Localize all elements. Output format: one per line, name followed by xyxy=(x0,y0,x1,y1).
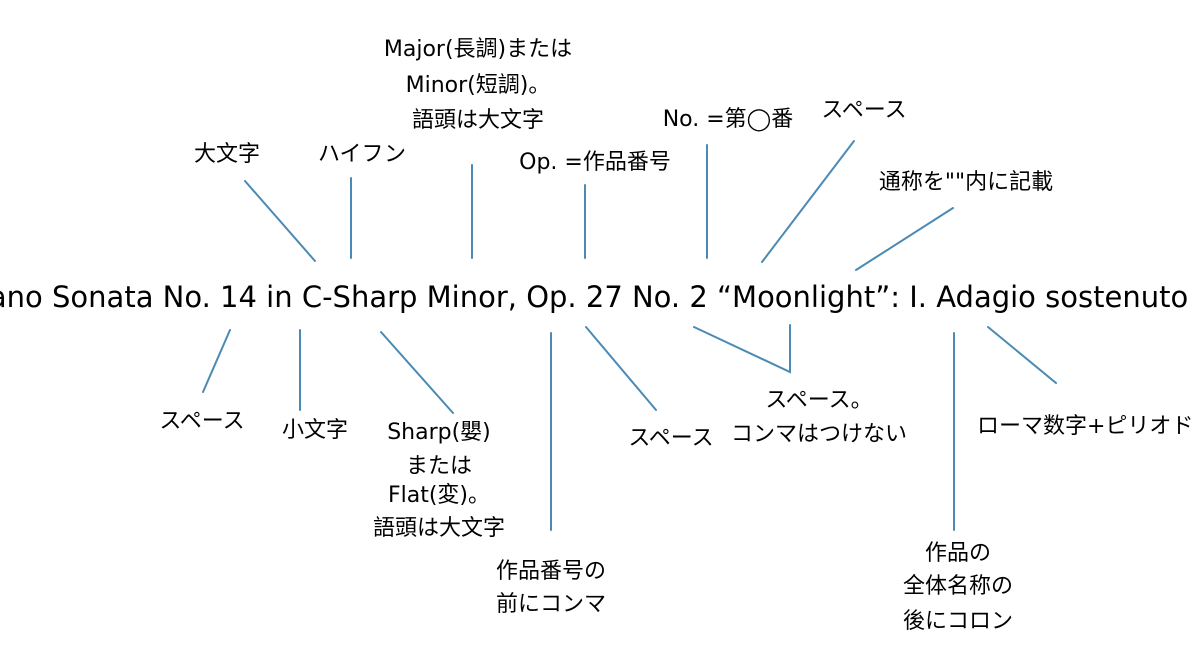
label-comma-before-op-1: 作品番号の xyxy=(496,559,606,584)
label-major-minor-2: Minor(短調)。 xyxy=(406,73,551,98)
line-space-1 xyxy=(202,329,231,393)
bottom-annotations: スペース 小文字 Sharp(嬰) または Flat(変)。 語頭は大文字 作品… xyxy=(159,388,1193,634)
label-sharp-flat-4: 語頭は大文字 xyxy=(373,516,505,541)
label-colon-1: 作品の xyxy=(925,541,991,566)
top-annotations: 大文字 ハイフン Major(長調)または Minor(短調)。 語頭は大文字 … xyxy=(194,37,1053,195)
label-lowercase: 小文字 xyxy=(282,418,348,443)
label-space-1: スペース xyxy=(159,409,244,434)
line-uppercase xyxy=(244,180,316,262)
line-space-top xyxy=(761,140,855,263)
label-roman-period: ローマ数字+ピリオド xyxy=(977,414,1193,439)
label-space-no-comma-2: コンマはつけない xyxy=(731,422,907,447)
label-space-top: スペース xyxy=(821,98,906,123)
label-colon-3: 後にコロン xyxy=(903,609,1013,634)
line-space-no-comma xyxy=(693,324,791,374)
label-space-no-comma-1: スペース。 xyxy=(765,388,872,413)
label-op: Op. =作品番号 xyxy=(519,150,671,175)
label-colon-2: 全体名称の xyxy=(903,574,1013,599)
connector-lines xyxy=(202,140,1057,531)
label-nickname: 通称を""内に記載 xyxy=(879,170,1053,195)
line-space-2 xyxy=(585,326,657,411)
label-uppercase: 大文字 xyxy=(194,142,260,167)
label-major-minor-3: 語頭は大文字 xyxy=(412,108,544,133)
label-sharp-flat-2: または xyxy=(406,454,472,479)
label-sharp-flat-3: Flat(変)。 xyxy=(388,483,490,508)
line-sharp-flat xyxy=(380,331,454,414)
label-no: No. =第◯番 xyxy=(663,107,794,132)
label-major-minor-1: Major(長調)または xyxy=(384,37,572,62)
line-nickname xyxy=(855,207,954,271)
label-comma-before-op-2: 前にコンマ xyxy=(496,592,606,617)
line-roman-period xyxy=(987,326,1057,384)
label-space-2: スペース xyxy=(628,426,713,451)
label-hyphen: ハイフン xyxy=(318,142,406,167)
work-title: Piano Sonata No. 14 in C-Sharp Minor, Op… xyxy=(0,280,1188,314)
label-sharp-flat-1: Sharp(嬰) xyxy=(387,420,491,445)
